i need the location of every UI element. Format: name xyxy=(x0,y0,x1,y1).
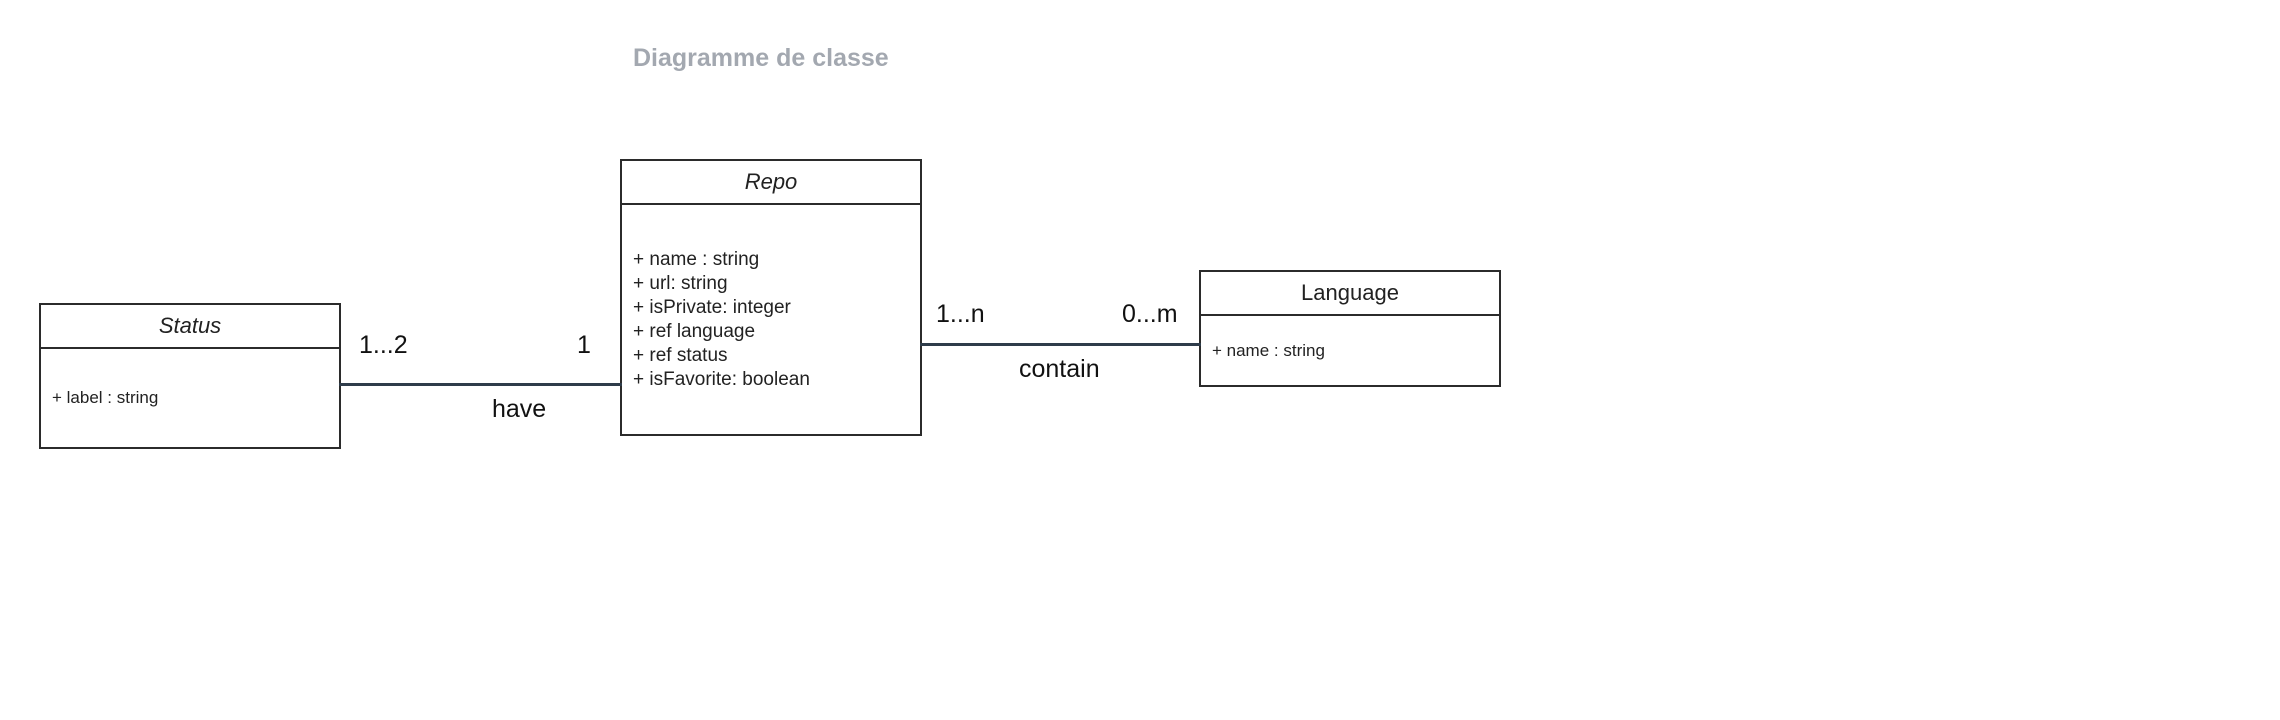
class-repo-name: Repo xyxy=(622,161,920,205)
attribute-name: + name : string xyxy=(1212,340,1325,360)
class-language[interactable]: Language + name : string xyxy=(1199,270,1501,387)
multiplicity-status-side: 1...2 xyxy=(359,331,408,359)
diagram-title: Diagramme de classe xyxy=(633,44,889,72)
class-status[interactable]: Status + label : string xyxy=(39,303,341,449)
class-language-attributes: + name : string xyxy=(1201,316,1499,385)
attribute-url: + url: string xyxy=(633,272,728,294)
class-repo[interactable]: Repo + name : string + url: string + isP… xyxy=(620,159,922,436)
association-line-contain[interactable] xyxy=(920,343,1201,346)
attribute-name: + name : string xyxy=(633,248,760,270)
class-status-attributes: + label : string xyxy=(41,349,339,447)
class-repo-attributes: + name : string + url: string + isPrivat… xyxy=(622,205,920,434)
association-label-have: have xyxy=(492,395,547,423)
class-language-name: Language xyxy=(1201,272,1499,316)
attribute-label: + label : string xyxy=(52,388,159,407)
multiplicity-repo-side: 1 xyxy=(577,331,591,359)
attribute-ref-status: + ref status xyxy=(633,344,728,366)
class-status-name: Status xyxy=(41,305,339,349)
association-label-contain: contain xyxy=(1019,355,1100,383)
multiplicity-repo-side: 1...n xyxy=(936,300,985,328)
multiplicity-language-side: 0...m xyxy=(1122,300,1178,328)
attribute-is-private: + isPrivate: integer xyxy=(633,296,791,318)
attribute-ref-language: + ref language xyxy=(633,320,756,342)
attribute-is-favorite: + isFavorite: boolean xyxy=(633,368,810,390)
association-line-have[interactable] xyxy=(339,383,622,386)
